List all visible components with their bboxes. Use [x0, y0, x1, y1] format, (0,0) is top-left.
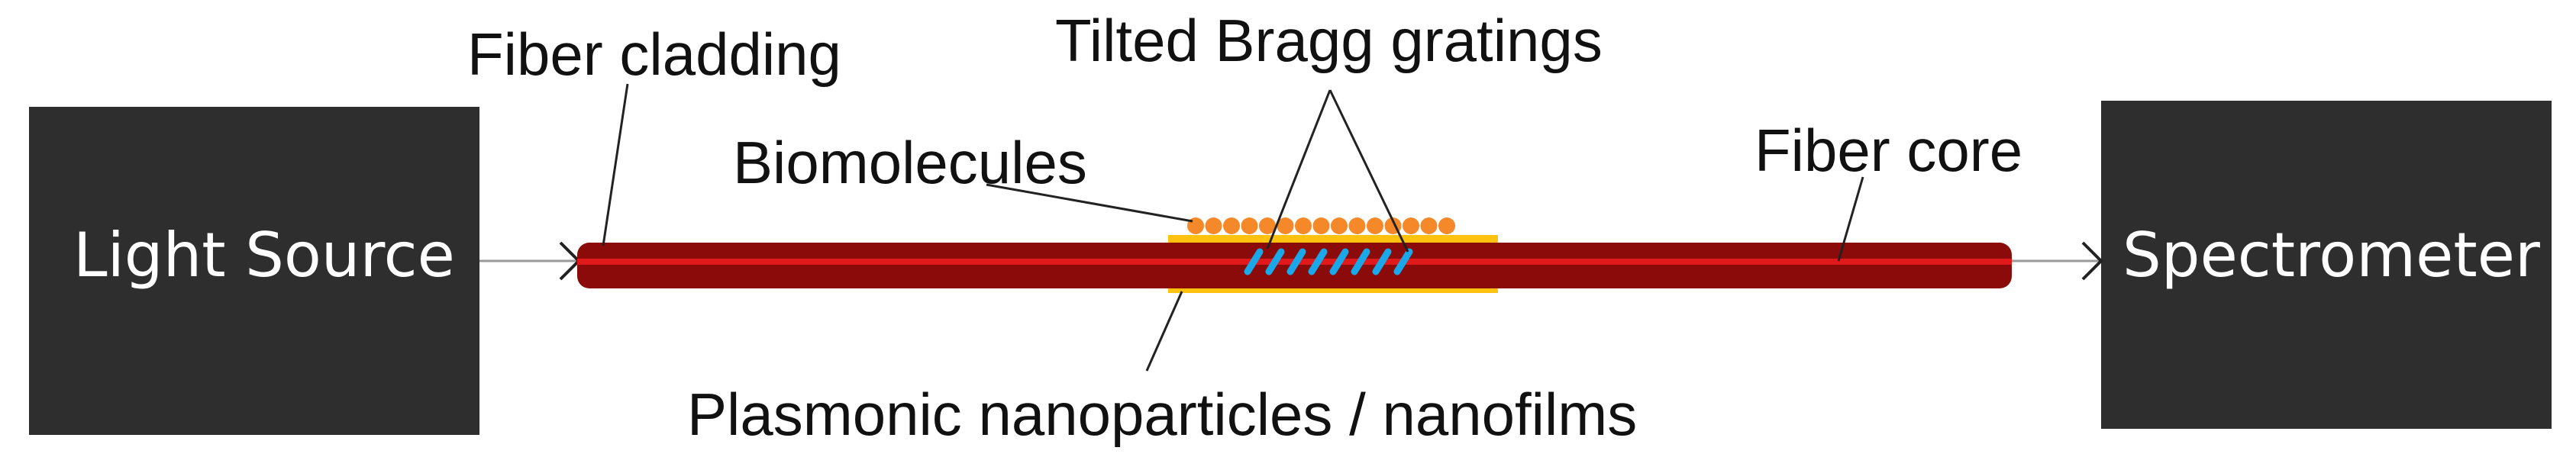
leader-lines [602, 83, 1864, 372]
leader-fiber-core [1837, 176, 1864, 262]
biomolecule-dot [1367, 217, 1383, 234]
plasmonic-label: Plasmonic nanoparticles / nanofilms [687, 381, 1637, 448]
grating-mark [1244, 248, 1264, 275]
leader-biomolecules [986, 183, 1193, 223]
leader-plasmonic [1145, 291, 1183, 372]
spectrometer-label: Spectrometer [2122, 220, 2540, 291]
tilted-bragg-gratings-label: Tilted Bragg gratings [1055, 7, 1603, 74]
grating-mark [1351, 248, 1370, 275]
biomolecules-label: Biomolecules [733, 129, 1087, 196]
biomolecule-dot [1259, 217, 1276, 234]
biomolecule-dot [1241, 217, 1258, 234]
gratings-group [1244, 248, 1413, 275]
biomolecule-dot [1348, 217, 1366, 234]
light-source-label: Light Source [73, 220, 455, 291]
biomolecule-dot [1420, 217, 1438, 234]
input-arrow [479, 241, 581, 281]
biomolecule-dot [1223, 217, 1240, 234]
grating-mark [1265, 248, 1285, 275]
leader-grating-left [1266, 89, 1332, 249]
grating-mark [1393, 248, 1413, 275]
output-arrow [2012, 241, 2103, 281]
biomolecule-dot [1403, 217, 1419, 234]
grating-mark [1372, 248, 1392, 275]
leader-fiber-cladding [602, 83, 629, 246]
light-source-box [29, 107, 479, 435]
fiber-cladding-label: Fiber cladding [467, 21, 841, 88]
biomolecule-dot [1331, 217, 1348, 234]
biomolecule-dot [1295, 217, 1312, 234]
biomolecule-dot [1312, 217, 1330, 234]
biomolecule-dot [1277, 217, 1294, 234]
grating-mark [1286, 248, 1306, 275]
leader-grating-right [1328, 89, 1409, 253]
grating-mark [1329, 248, 1349, 275]
biomolecules-group [1187, 217, 1455, 234]
fiber-core-label: Fiber core [1754, 117, 2022, 184]
spectrometer-box [2101, 101, 2552, 429]
grating-mark [1308, 248, 1328, 275]
biomolecule-dot [1438, 217, 1455, 234]
biomolecule-dot [1205, 217, 1222, 234]
